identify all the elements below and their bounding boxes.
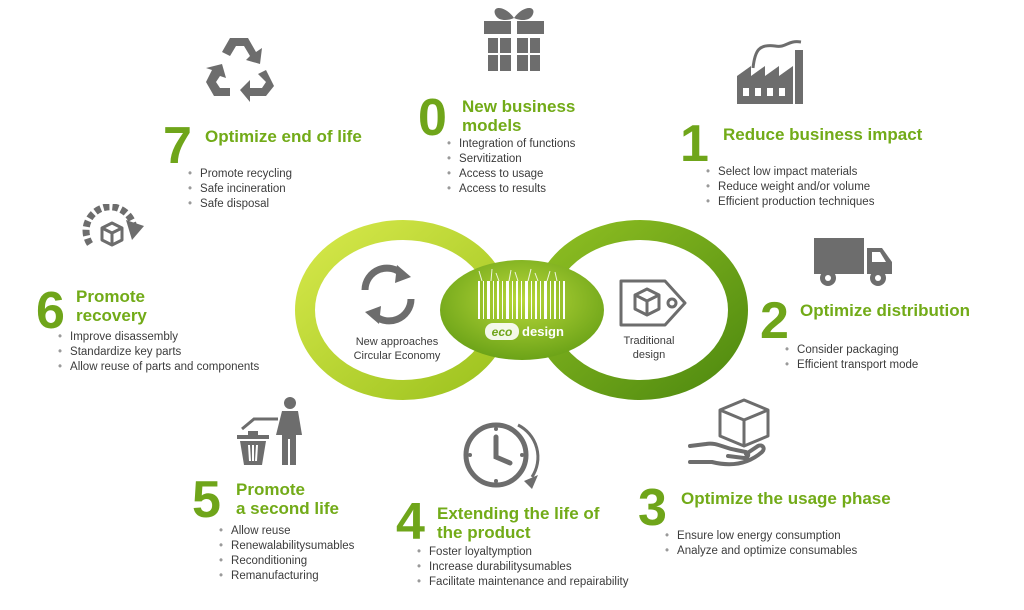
list-item: Increase durabilitysumables [417, 560, 628, 575]
list-item: Foster loyaltymption [417, 545, 628, 560]
list-item: Safe incineration [188, 182, 292, 197]
list-item: Servitization [447, 152, 575, 167]
section-3-list: Ensure low energy consumption Analyze an… [665, 529, 857, 559]
list-item: Allow reuse of parts and components [58, 360, 259, 375]
factory-icon [737, 40, 803, 104]
ecodesign-infinity-diagram: eco design New approaches Circular Econo… [295, 220, 748, 400]
section-4-list: Foster loyaltymption Increase durability… [417, 545, 628, 590]
section-4-title-line1: Extending the life of [437, 504, 600, 523]
grass-decoration [478, 268, 558, 282]
section-7-list: Promote recycling Safe incineration Safe… [188, 167, 292, 212]
section-1-number: 1 [680, 115, 709, 173]
truck-icon [814, 238, 892, 286]
logo-word-eco: eco [492, 325, 513, 339]
list-item: Reconditioning [219, 554, 354, 569]
list-item: Efficient production techniques [706, 195, 874, 210]
recovery-box-icon [82, 204, 144, 247]
section-0-title-line1: New business [462, 97, 576, 116]
logo-word-design: design [522, 324, 564, 339]
section-7-title-line1: Optimize end of life [205, 127, 362, 146]
list-item: Renewalabilitysumables [219, 539, 354, 554]
left-loop-caption-line2: Circular Economy [354, 350, 441, 362]
list-item: Safe disposal [188, 197, 292, 212]
section-5-title-line1: Promote [236, 480, 305, 499]
list-item: Ensure low energy consumption [665, 529, 857, 544]
list-item: Access to usage [447, 167, 575, 182]
list-item: Facilitate maintenance and repairability [417, 575, 628, 590]
list-item: Integration of functions [447, 137, 575, 152]
logo-eco-badge [485, 323, 519, 340]
tag-box-icon [619, 279, 687, 327]
section-5-title-line2: a second life [236, 499, 339, 518]
section-0-number: 0 [418, 89, 447, 147]
section-7-number: 7 [163, 117, 192, 175]
list-item: Reduce weight and/or volume [706, 180, 874, 195]
section-0-list: Integration of functions Servitization A… [447, 137, 575, 197]
barcode-icon [478, 281, 565, 319]
gift-icon [484, 8, 544, 71]
section-3-title-line1: Optimize the usage phase [681, 489, 891, 508]
section-1-list: Select low impact materials Reduce weigh… [706, 165, 874, 210]
left-loop-caption-line1: New approaches [356, 336, 439, 348]
list-item: Standardize key parts [58, 345, 259, 360]
section-4-title-line2: the product [437, 523, 531, 542]
list-item: Promote recycling [188, 167, 292, 182]
section-2-list: Consider packaging Efficient transport m… [785, 343, 918, 373]
list-item: Consider packaging [785, 343, 918, 358]
section-0-title-line2: models [462, 116, 522, 135]
section-6-title-line2: recovery [76, 306, 147, 325]
right-loop-caption-line2: design [633, 349, 665, 361]
section-2-number: 2 [760, 292, 789, 350]
section-3-number: 3 [638, 479, 667, 537]
section-6-number: 6 [36, 282, 65, 340]
section-2-title-line1: Optimize distribution [800, 301, 970, 320]
list-item: Efficient transport mode [785, 358, 918, 373]
list-item: Remanufacturing [219, 569, 354, 584]
list-item: Access to results [447, 182, 575, 197]
section-5-list: Allow reuse Renewalabilitysumables Recon… [219, 524, 354, 584]
hand-box-icon [688, 398, 770, 467]
person-trash-icon [237, 397, 302, 465]
list-item: Analyze and optimize consumables [665, 544, 857, 559]
recycle-icon [206, 38, 274, 102]
section-4-number: 4 [396, 493, 425, 551]
section-6-list: Improve disassembly Standardize key part… [58, 330, 259, 375]
clock-icon [463, 422, 540, 489]
right-loop-caption-line1: Traditional [624, 335, 675, 347]
section-5-number: 5 [192, 471, 221, 529]
list-item: Select low impact materials [706, 165, 874, 180]
list-item: Allow reuse [219, 524, 354, 539]
section-6-title-line1: Promote [76, 287, 145, 306]
list-item: Improve disassembly [58, 330, 259, 345]
section-1-title-line1: Reduce business impact [723, 125, 923, 144]
